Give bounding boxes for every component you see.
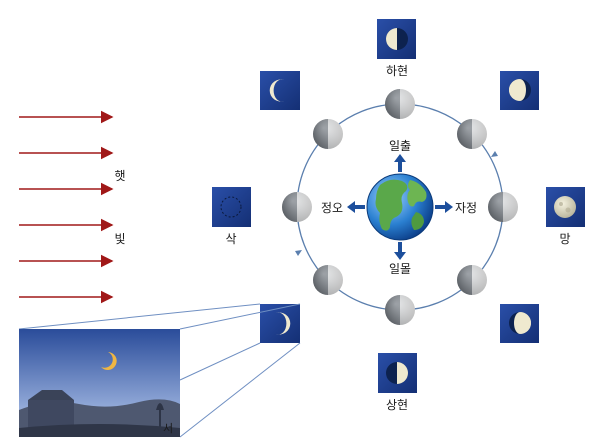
sunlight-label-bottom: 빛: [114, 232, 125, 246]
direction-noon: 정오: [321, 201, 343, 215]
sunlight-label-top: 햇: [114, 168, 125, 183]
phase-label-full-moon: 망: [559, 232, 570, 246]
orbit-moon: [457, 265, 487, 295]
arrow-right-icon: [435, 201, 453, 213]
phase-card-waxing-crescent: [260, 304, 300, 343]
phase-card-new-moon: [212, 187, 251, 227]
phase-label-last-quarter: 하현: [386, 64, 408, 78]
orbit-moon: [488, 192, 518, 222]
phase-card-waxing-gibbous: [500, 304, 539, 343]
earth-globe: [367, 174, 433, 240]
phase-card-last-quarter: [377, 19, 416, 59]
phase-card-full-moon: [546, 187, 585, 227]
phase-card-waning-crescent: [260, 71, 300, 110]
orbit-moon: [313, 119, 343, 149]
phase-card-waning-gibbous: [500, 71, 539, 110]
orbit-direction-arrow: [295, 250, 302, 256]
direction-midnight: 자정: [455, 201, 477, 215]
orbit-moon: [457, 119, 487, 149]
orbit-moon: [385, 89, 415, 119]
arrow-down-icon: [394, 242, 406, 260]
sunlight-rays: [19, 117, 112, 297]
phase-card-first-quarter: [378, 353, 417, 393]
orbit-direction-arrow: [491, 151, 498, 157]
direction-sunrise: 일출: [389, 139, 411, 153]
phase-label-new-moon: 삭: [225, 232, 236, 246]
arrow-up-icon: [394, 154, 406, 172]
orbit-moon: [282, 192, 312, 222]
orbit-moon: [385, 295, 415, 325]
orbit-moon: [313, 265, 343, 295]
phase-label-first-quarter: 상현: [386, 398, 408, 412]
direction-sunset: 일몰: [389, 262, 411, 276]
inset-direction-west: 서: [163, 422, 173, 435]
inset-evening-sky: [19, 329, 180, 437]
arrow-left-icon: [347, 201, 365, 213]
